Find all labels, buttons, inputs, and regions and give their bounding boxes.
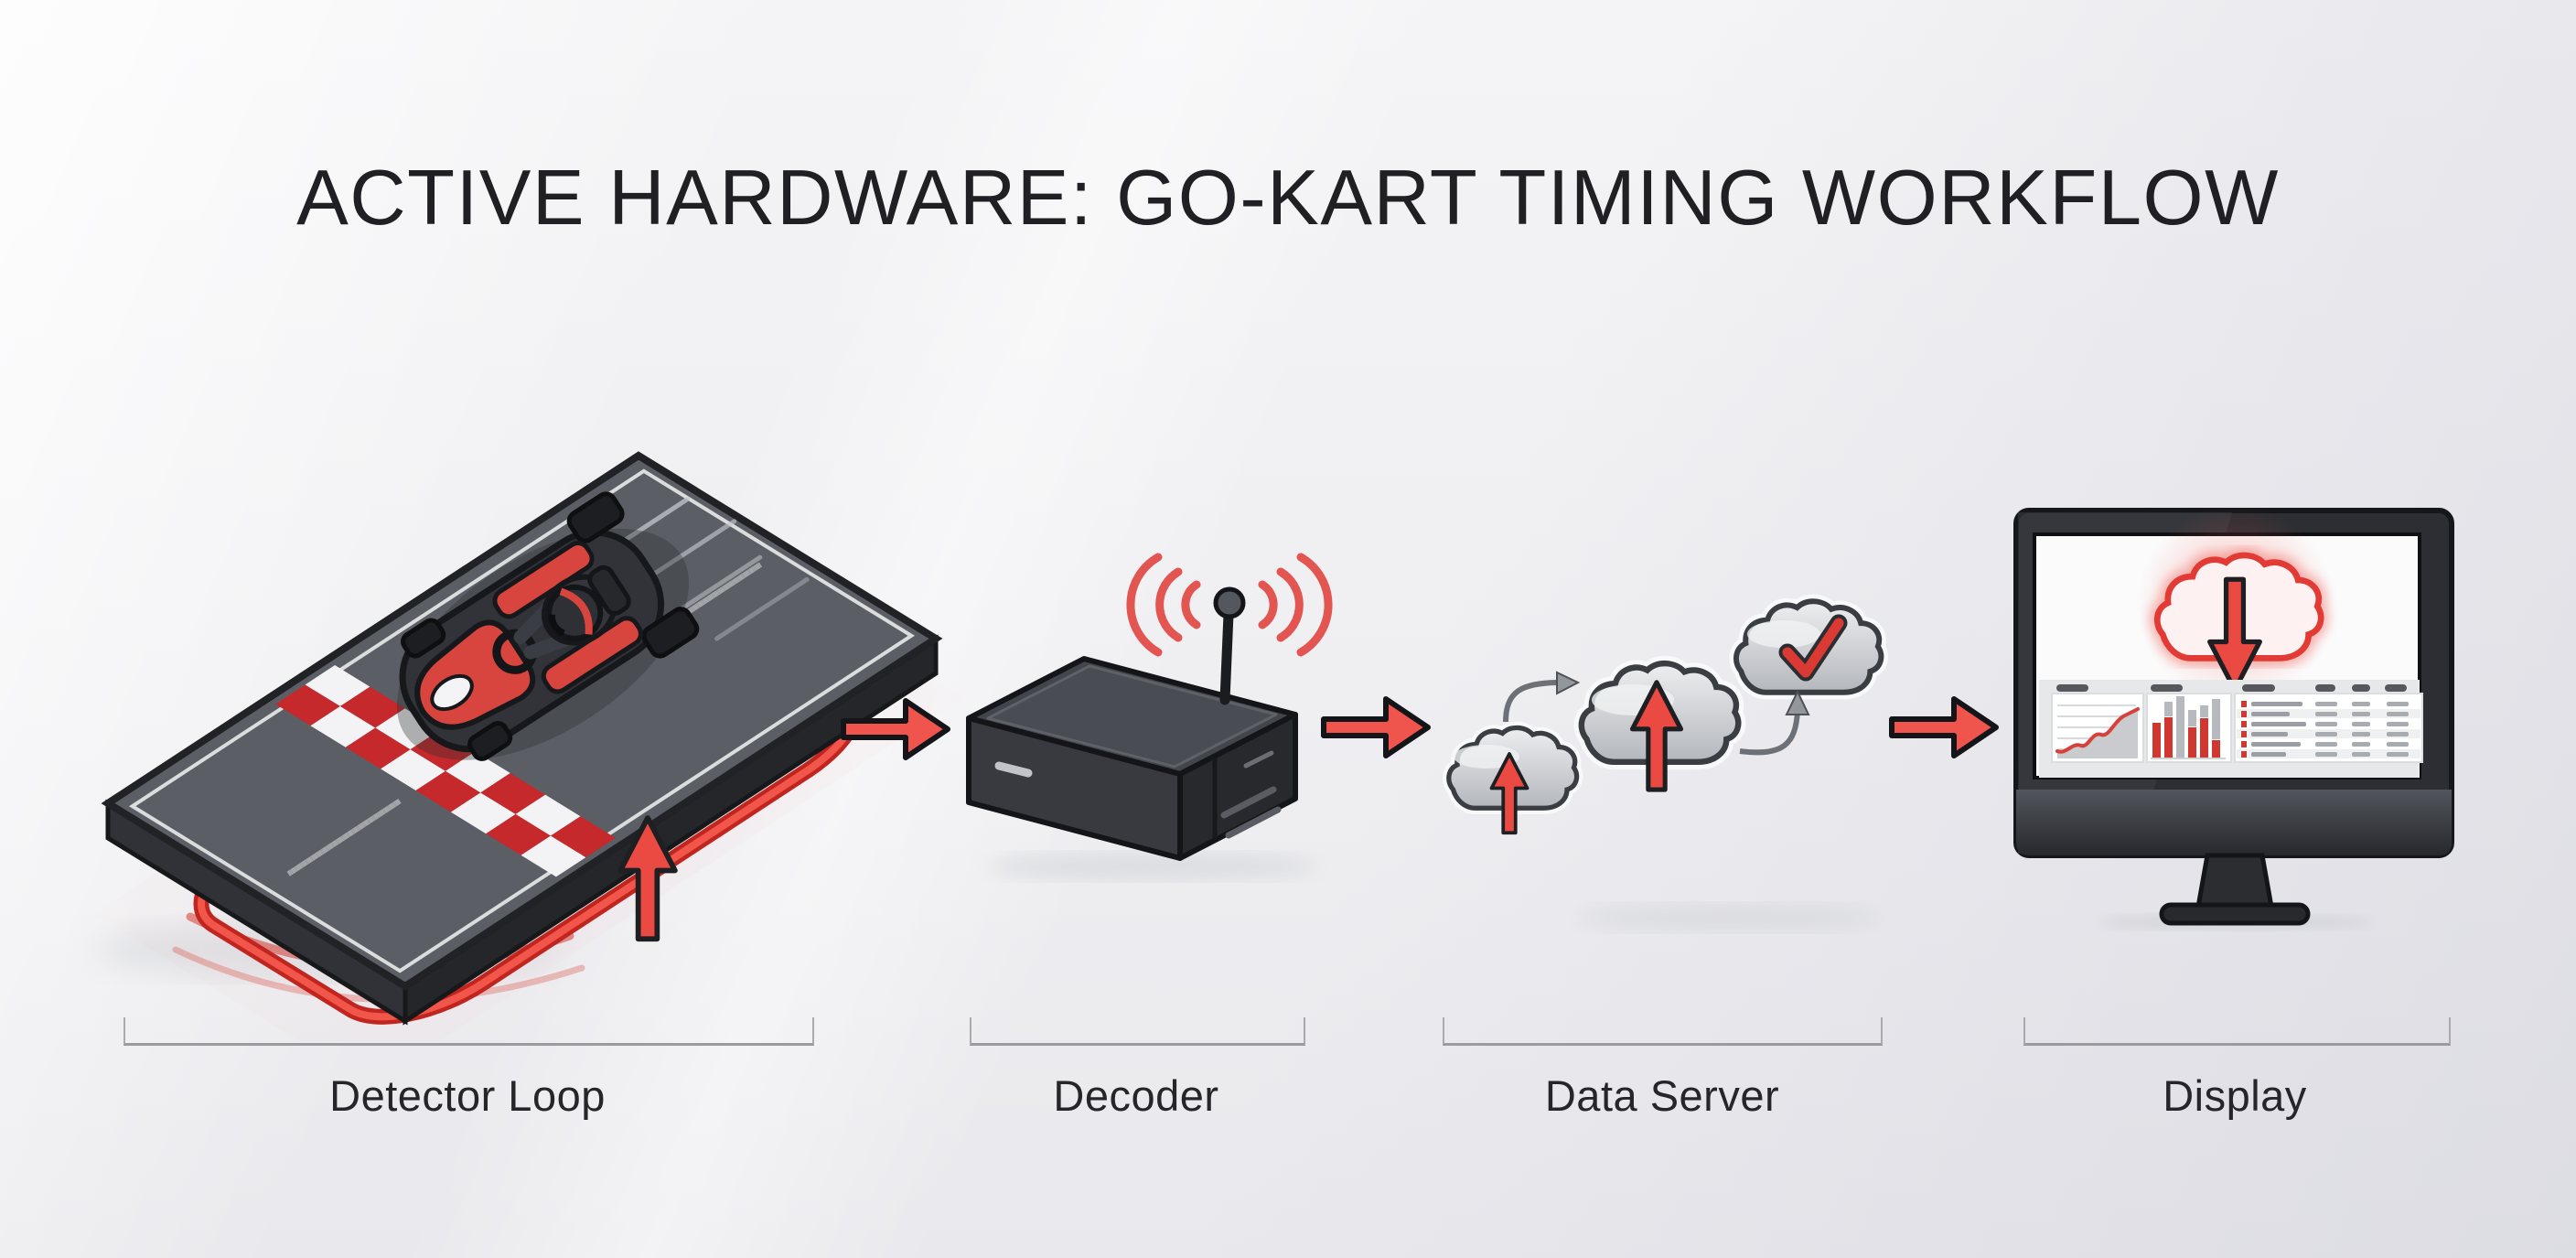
dashboard-strip xyxy=(2039,680,2423,778)
checkmark-icon xyxy=(1778,614,1848,682)
cloud-upload-icon xyxy=(1449,727,1577,835)
decoder-shadow xyxy=(988,853,1317,880)
antenna-icon xyxy=(1213,586,1246,705)
driver-helmet-icon xyxy=(546,584,604,641)
monitor-dashboard-icon xyxy=(2013,505,2454,930)
monitor-neck xyxy=(2195,853,2274,909)
stage-label-display: Display xyxy=(2163,1071,2307,1120)
decoder-box-antenna-icon xyxy=(966,553,1333,880)
stage-bracket-decoder xyxy=(970,1017,1305,1046)
cloud-upload-sync-icon xyxy=(1427,572,1903,931)
center-dash-line xyxy=(288,564,760,874)
radio-waves-icon xyxy=(1126,553,1333,657)
go-kart-icon xyxy=(396,491,700,761)
stage-bracket-data-server xyxy=(1443,1017,1883,1046)
cloud-download-icon xyxy=(2137,505,2334,703)
monitor-base xyxy=(2159,902,2311,926)
bar-chart-icon xyxy=(2146,693,2232,763)
stage-label-detector-loop: Detector Loop xyxy=(329,1071,606,1120)
flow-arrow-icon xyxy=(834,688,953,770)
cloud-upload-icon xyxy=(1582,663,1738,790)
data-table-icon xyxy=(2234,693,2423,763)
decoder-box-icon xyxy=(966,656,1298,861)
stage-label-data-server: Data Server xyxy=(1544,1071,1780,1120)
stage-bracket-display xyxy=(2023,1017,2451,1046)
stage-label-decoder: Decoder xyxy=(1053,1071,1219,1120)
monitor-chin xyxy=(2016,790,2452,855)
cloud-check-icon xyxy=(1736,601,1881,693)
dashboard-header-pills xyxy=(2056,684,2407,692)
flow-arrow-icon xyxy=(1883,686,2002,769)
led-slot xyxy=(994,761,1033,778)
sync-arrow-icon xyxy=(1739,689,1810,756)
track-edge-lines xyxy=(133,471,912,971)
stage-bracket-detector-loop xyxy=(123,1017,814,1046)
finish-line-icon xyxy=(275,665,616,877)
clouds-shadow xyxy=(1578,904,1880,931)
table-rank-marks xyxy=(2241,701,2247,758)
diagram-title: ACTIVE HARDWARE: GO-KART TIMING WORKFLOW xyxy=(296,155,2280,242)
steering-wheel-icon xyxy=(492,629,538,674)
flow-arrow-icon xyxy=(1315,686,1433,769)
go-kart-track-loop-icon xyxy=(80,401,977,1041)
sync-arrow-icon xyxy=(1503,671,1581,723)
track-surface xyxy=(108,456,936,986)
line-chart-icon xyxy=(2051,693,2144,763)
